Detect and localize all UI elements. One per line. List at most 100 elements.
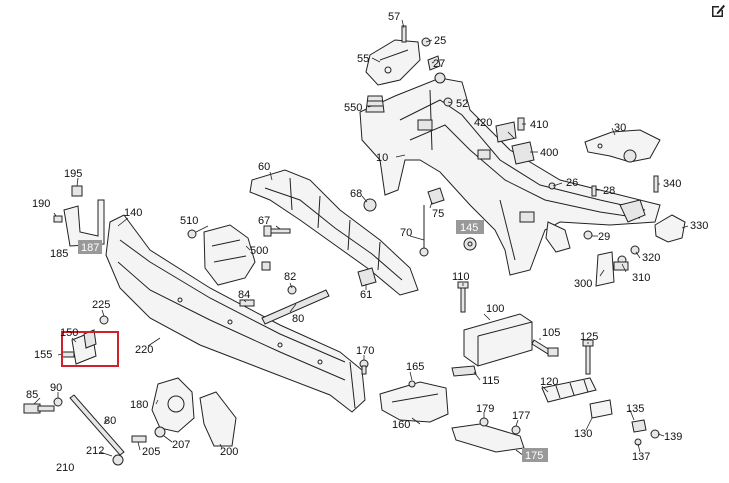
label-420: 420: [474, 117, 492, 129]
label-130: 130: [574, 428, 592, 440]
leader-lines: [33, 19, 689, 457]
label-30: 30: [614, 122, 626, 134]
label-220: 220: [135, 344, 153, 356]
washer-145: [463, 237, 477, 251]
label-105: 105: [542, 327, 560, 339]
clip-115: [451, 365, 477, 377]
label-80b: 80: [104, 415, 116, 427]
label-highlight-187: [78, 240, 102, 254]
label-185: 185: [50, 248, 68, 260]
label-550: 550: [344, 102, 362, 114]
label-160: 160: [392, 419, 410, 431]
bracket-180: [151, 377, 195, 433]
label-115: 115: [482, 375, 500, 387]
part-labels: 57 25 55 27 550 52 420 410 30 400 10 60 …: [26, 11, 708, 474]
label-155: 155: [34, 349, 52, 361]
label-175: 175: [525, 450, 543, 462]
label-179: 179: [476, 403, 494, 415]
label-highlight-145: [456, 220, 484, 234]
label-400: 400: [540, 147, 558, 159]
bolt-125: [582, 339, 594, 375]
label-139: 139: [664, 431, 682, 443]
bumper-beam: [105, 214, 366, 413]
rod-80-lower: [23, 394, 125, 466]
label-200: 200: [220, 446, 238, 458]
bracket-300: [595, 251, 629, 287]
label-80a: 80: [292, 313, 304, 325]
label-70: 70: [400, 227, 412, 239]
label-57: 57: [388, 11, 400, 23]
bracket-175: [451, 417, 525, 453]
label-60: 60: [258, 161, 270, 173]
label-135: 135: [626, 403, 644, 415]
label-61: 61: [360, 289, 372, 301]
label-170: 170: [356, 345, 374, 357]
label-137: 137: [632, 451, 650, 463]
label-28: 28: [603, 185, 615, 197]
label-225: 225: [92, 299, 110, 311]
label-177: 177: [512, 410, 530, 422]
bolt-105: [531, 339, 559, 357]
bracket-150: [61, 315, 109, 365]
edit-pencil-icon[interactable]: [709, 2, 727, 20]
label-187: 187: [81, 242, 99, 254]
selection-box[interactable]: [61, 331, 119, 367]
label-207: 207: [172, 439, 190, 451]
label-140: 140: [124, 207, 142, 219]
label-410: 410: [530, 119, 548, 131]
label-highlight-175: [522, 448, 548, 462]
label-82: 82: [284, 271, 296, 283]
label-330: 330: [690, 220, 708, 232]
label-165: 165: [406, 361, 424, 373]
bolt-110: [457, 281, 469, 313]
label-75: 75: [432, 208, 444, 220]
label-67: 67: [258, 215, 270, 227]
label-90: 90: [50, 382, 62, 394]
bolts-205-207: [131, 426, 166, 443]
label-310: 310: [632, 272, 650, 284]
bracket-160: [379, 380, 449, 423]
air-guide-60: [249, 169, 419, 296]
bracket-130: [589, 399, 660, 446]
bracket-330: [619, 199, 686, 243]
rod-80: [239, 285, 330, 325]
label-110: 110: [452, 271, 470, 283]
label-510: 510: [180, 215, 198, 227]
label-10: 10: [376, 152, 388, 164]
label-85: 85: [26, 389, 38, 401]
bracket-500: [187, 224, 271, 286]
label-25: 25: [434, 35, 446, 47]
label-29: 29: [598, 231, 610, 243]
label-195: 195: [64, 168, 82, 180]
bump-stop-550: [365, 95, 385, 113]
clip-61: [357, 267, 377, 287]
module-100: [463, 313, 533, 367]
label-190: 190: [32, 198, 50, 210]
label-84: 84: [238, 289, 250, 301]
label-52: 52: [456, 98, 468, 110]
label-26: 26: [566, 177, 578, 189]
bracket-200: [199, 391, 237, 447]
label-340: 340: [663, 178, 681, 190]
label-145: 145: [460, 222, 478, 234]
bracket-30: [584, 129, 661, 163]
label-500: 500: [250, 245, 268, 257]
label-27: 27: [433, 58, 445, 70]
label-205: 205: [142, 446, 160, 458]
label-120: 120: [540, 376, 558, 388]
front-end-carrier: [359, 77, 661, 276]
bracket-187: [53, 185, 105, 247]
label-55: 55: [357, 53, 369, 65]
label-68: 68: [350, 188, 362, 200]
bolt-67: [263, 225, 291, 237]
label-125: 125: [580, 331, 598, 343]
upper-bracket-55: [365, 25, 446, 86]
label-320: 320: [642, 252, 660, 264]
label-210: 210: [56, 462, 74, 474]
crash-box-120: [541, 377, 597, 403]
label-100: 100: [486, 303, 504, 315]
label-180: 180: [130, 399, 148, 411]
label-150: 150: [60, 327, 78, 339]
label-300: 300: [574, 278, 592, 290]
